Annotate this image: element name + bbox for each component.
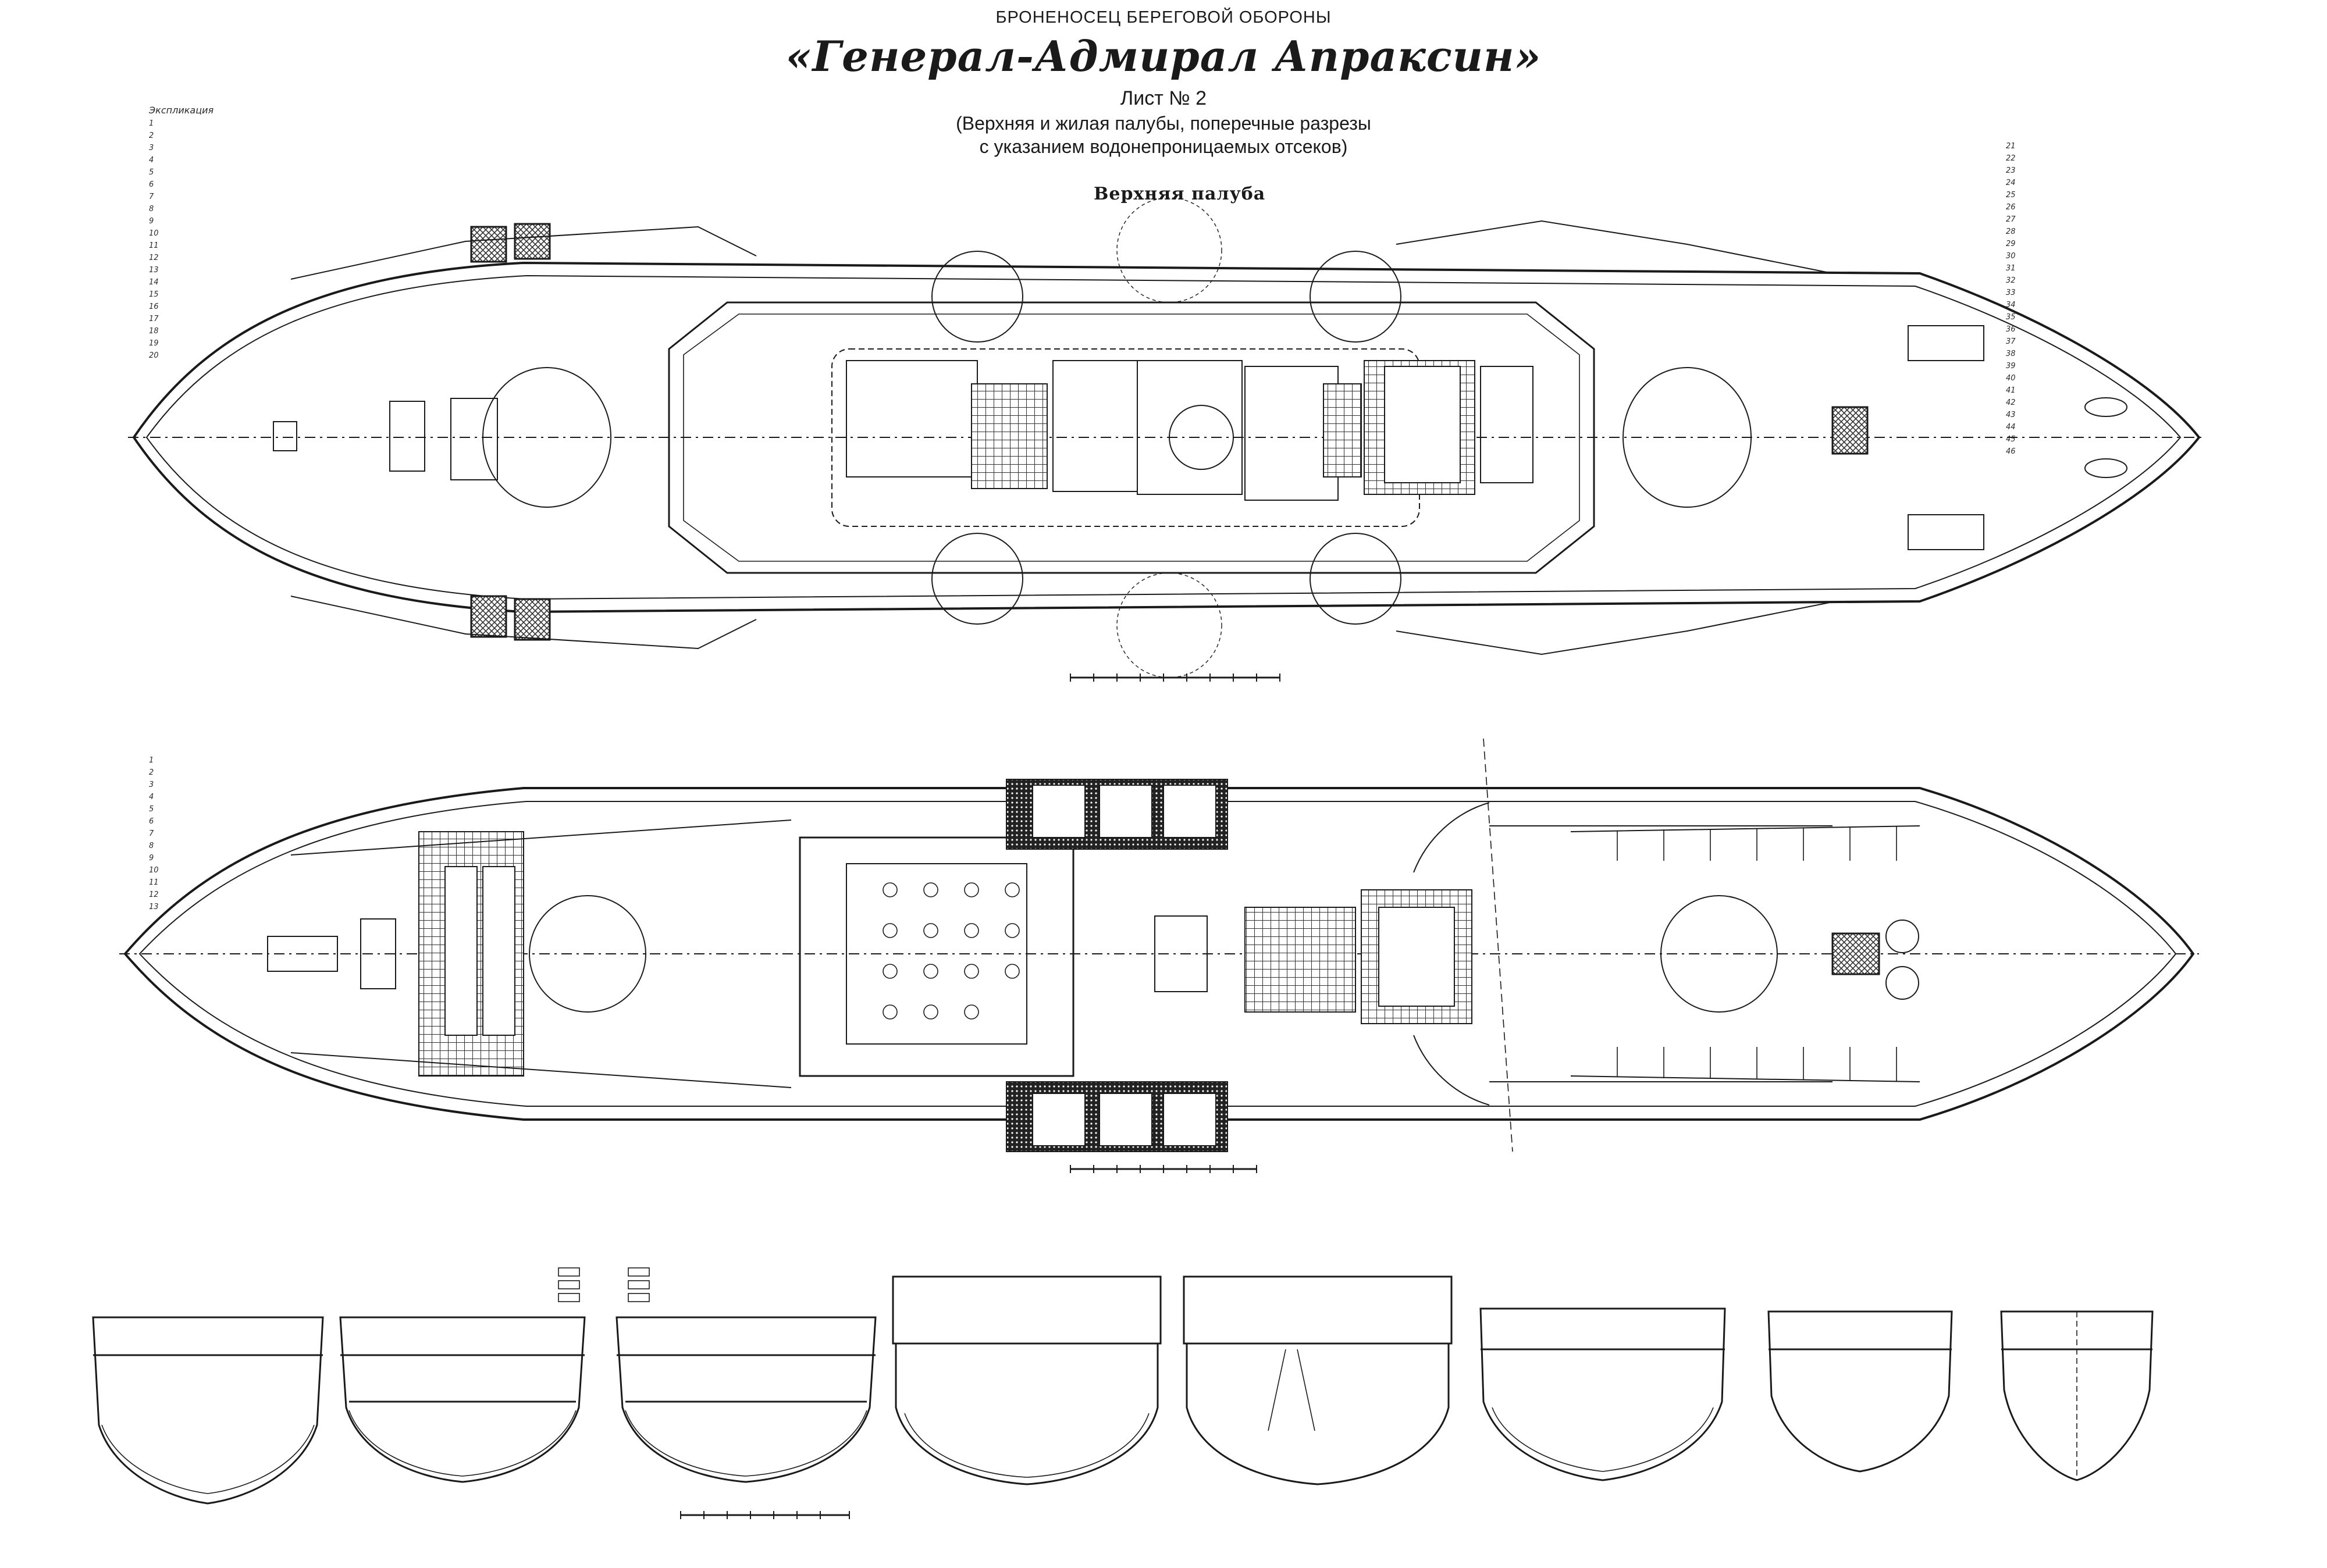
legend-item: 8 [149,842,154,850]
legend-item: 42 [2006,398,2016,407]
sheet-number: Лист № 2 [1120,87,1207,109]
legend-item: 29 [2006,240,2016,248]
sponson-fore-stbd [931,533,1023,625]
legend-item: 33 [2006,288,2016,297]
legend-item: 25 [2006,191,2016,199]
legend-item: 21 [2006,142,2016,151]
legend-item: 11 [149,241,159,250]
legend-item: 15 [149,290,159,299]
subtitle-line-2: с указанием водонепроницаемых отсеков) [979,136,1348,157]
legend-upper-right: 21 22 23 24 25 26 27 28 29 30 31 32 33 34 35 36 37 38 39 40… [2006,142,2016,456]
legend-item: 12 [149,254,159,262]
sponson-aft-port [1310,251,1401,343]
fore-turret-ring [482,367,611,508]
subtitle-line-1: (Верхняя и жилая палубы, поперечные разр… [956,113,1371,134]
legend-item: 6 [149,817,154,826]
legend-item: 7 [149,829,154,838]
legend-item: 24 [2006,179,2016,187]
legend-list: 21 22 23 24 25 26 27 28 29 30 31 32 33 34 35 36 37 38 39 40… [2006,142,2016,456]
legend-item: 23 [2006,166,2016,175]
section-3 [615,1316,877,1483]
legend-item: 6 [149,180,154,189]
legend-item: 40 [2006,374,2016,383]
legend-item: 12 [149,890,159,899]
legend-item: 4 [149,156,154,165]
legend-item: 19 [149,339,159,348]
legend-item: 31 [2006,264,2016,273]
legend-item: 14 [149,278,159,287]
legend-item: 18 [149,327,159,336]
drawing-subtitle: (Верхняя и жилая палубы, поперечные разр… [0,112,2327,158]
legend-item: 41 [2006,386,2016,395]
legend-item: 10 [149,229,159,238]
legend-item: 13 [149,903,159,911]
legend-item: 37 [2006,337,2016,346]
legend-item: 11 [149,878,159,887]
legend-item: 34 [2006,301,2016,309]
legend-item: 10 [149,866,159,875]
legend-item: 27 [2006,215,2016,224]
living-aft-turret-ring [1660,895,1778,1013]
drawing-title: «Генерал-Адмирал Апраксин» [785,31,1542,81]
drawing-supertitle: БРОНЕНОСЕЦ БЕРЕГОВОЙ ОБОРОНЫ [995,8,1332,27]
legend-item: 5 [149,805,154,814]
living-fore-turret-ring [529,895,646,1013]
sponson-aft-stbd [1310,533,1401,625]
legend-item: 5 [149,168,154,177]
section-2 [339,1316,586,1483]
legend-item: 2 [149,768,154,777]
legend-item: 8 [149,205,154,213]
legend-item: 39 [2006,362,2016,370]
upper-deck-plan [128,197,2205,682]
legend-title: Экспликация [149,105,214,116]
transverse-sections [92,1267,2154,1519]
legend-item: 20 [149,351,159,360]
legend-item: 26 [2006,203,2016,212]
legend-item: 7 [149,193,154,201]
aft-turret-ring [1623,367,1752,508]
legend-item: 9 [149,854,154,863]
legend-item: 30 [2006,252,2016,261]
legend-item: 44 [2006,423,2016,432]
legend-item: 9 [149,217,154,226]
legend-item: 13 [149,266,159,275]
legend-item: 28 [2006,227,2016,236]
living-deck-hull [123,787,2195,1121]
legend-item: 17 [149,315,159,323]
section-4 [892,1275,1162,1485]
legend-item: 2 [149,131,154,140]
upper-central-casemate [831,348,1420,527]
legend-item: 1 [149,119,154,128]
legend-item: 38 [2006,350,2016,358]
legend-item: 1 [149,756,154,765]
section-6 [1479,1307,1726,1481]
section-8 [2000,1310,2154,1481]
legend-item: 32 [2006,276,2016,285]
legend-item: 3 [149,781,154,789]
sponson-fore-port [931,251,1023,343]
section-5 [1183,1275,1453,1485]
legend-item: 46 [2006,447,2016,456]
section-1 [92,1316,324,1505]
legend-item: 36 [2006,325,2016,334]
living-deck-plan [119,738,2199,1173]
legend-item: 43 [2006,411,2016,419]
legend-item: 22 [2006,154,2016,163]
legend-item: 16 [149,302,159,311]
upper-superstructure [668,301,1595,574]
upper-deck-label: Верхняя палуба [1094,184,1266,204]
legend-item: 3 [149,144,154,152]
legend-item: 35 [2006,313,2016,322]
section-7 [1767,1310,1953,1473]
legend-item: 4 [149,793,154,801]
